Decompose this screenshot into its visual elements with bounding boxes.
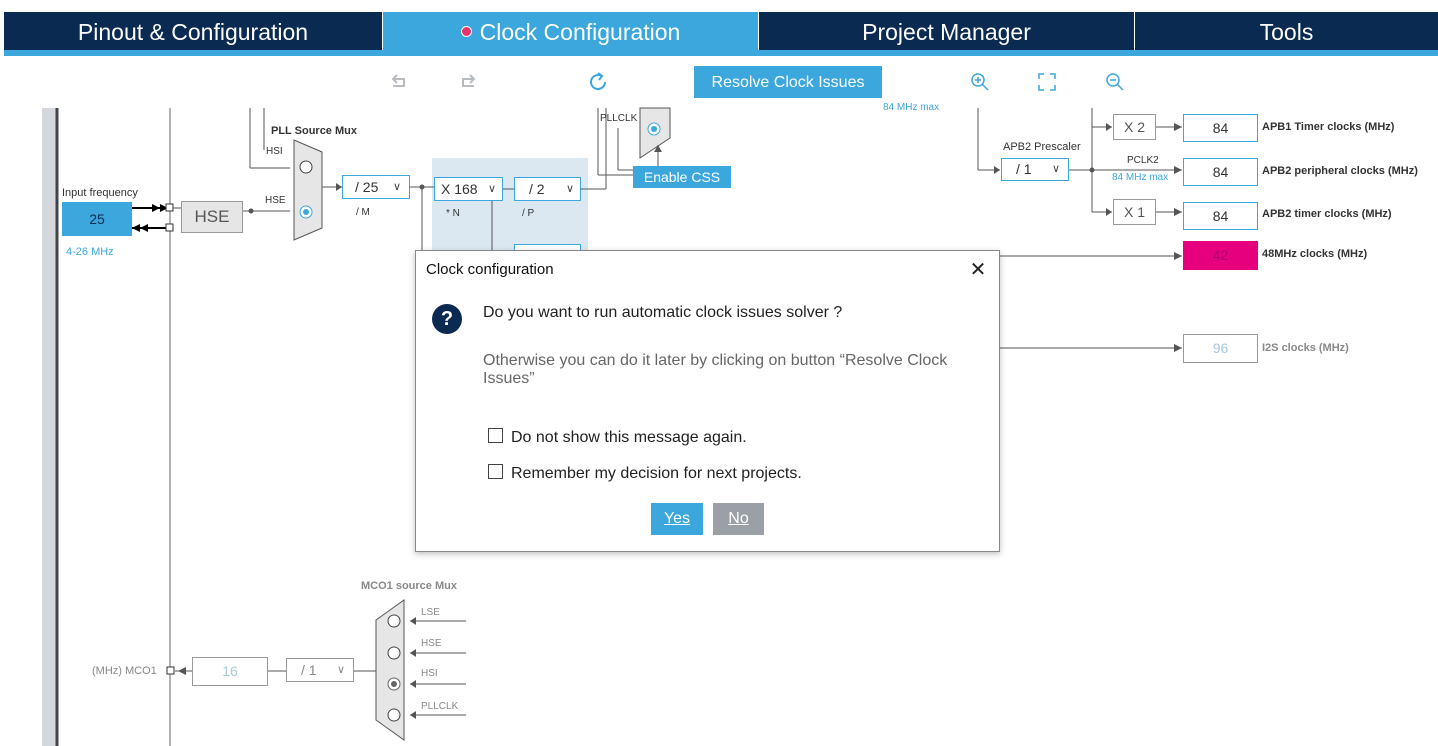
- tab-separator: [1134, 12, 1135, 50]
- chevron-down-icon: ∨: [1051, 163, 1060, 175]
- main-tab-bar: Pinout & Configuration Clock Configurati…: [4, 12, 1438, 56]
- apb1-timer-clock-field[interactable]: 84: [1183, 114, 1258, 142]
- tab-label: Tools: [1259, 19, 1314, 45]
- dialog-question: Do you want to run automatic clock issue…: [483, 304, 843, 321]
- redo-icon[interactable]: [455, 70, 479, 94]
- tab-clock-configuration[interactable]: Clock Configuration: [383, 12, 758, 50]
- plln-select[interactable]: X 168 ∨: [434, 177, 503, 201]
- mco1-divider-select[interactable]: / 1 ∨: [286, 658, 354, 682]
- zoom-out-icon[interactable]: [1103, 70, 1127, 94]
- tab-separator: [382, 12, 383, 50]
- question-icon: ?: [432, 304, 462, 334]
- clock-48mhz-label: 48MHz clocks (MHz): [1262, 248, 1368, 260]
- apb2-prescaler-select[interactable]: / 1 ∨: [1001, 158, 1069, 181]
- clock-configuration-dialog: Clock configuration ✕ ? Do you want to r…: [415, 250, 1000, 552]
- apb2-prescaler-value: / 1: [1016, 161, 1032, 177]
- remember-decision-checkbox[interactable]: [488, 464, 503, 480]
- hsi-input-label: HSI: [266, 146, 283, 157]
- mco1-input-lse: LSE: [421, 607, 440, 618]
- mco1-frequency-field[interactable]: 16: [192, 657, 268, 686]
- refresh-icon[interactable]: [586, 70, 610, 94]
- tab-project-manager[interactable]: Project Manager: [759, 12, 1134, 50]
- tab-underline: [4, 50, 1438, 56]
- mco1-input-pllclk: PLLCLK: [421, 701, 459, 712]
- apb2-timer-clock-label: APB2 timer clocks (MHz): [1262, 208, 1392, 220]
- plln-value: X 168: [441, 181, 478, 197]
- undo-icon[interactable]: [388, 70, 412, 94]
- pllm-select[interactable]: / 25 ∨: [342, 175, 410, 199]
- yes-button[interactable]: Yes: [651, 503, 703, 535]
- enable-css-button[interactable]: Enable CSS: [633, 166, 731, 188]
- plln-label: * N: [446, 208, 460, 219]
- apb2-peripheral-clock-label: APB2 peripheral clocks (MHz): [1262, 165, 1418, 177]
- apb1-timer-clock-label: APB1 Timer clocks (MHz): [1262, 121, 1395, 133]
- do-not-show-checkbox-row[interactable]: Do not show this message again.: [488, 428, 747, 447]
- tab-pinout-configuration[interactable]: Pinout & Configuration: [4, 12, 382, 50]
- tab-separator: [758, 12, 759, 50]
- chevron-down-icon: ∨: [565, 183, 574, 195]
- pllp-label: / P: [522, 208, 535, 219]
- apb2-timer-clock-field[interactable]: 84: [1183, 202, 1258, 230]
- resolve-clock-issues-button[interactable]: Resolve Clock Issues: [694, 66, 882, 98]
- do-not-show-checkbox[interactable]: [488, 428, 503, 444]
- hse-input-label: HSE: [265, 195, 286, 206]
- do-not-show-label: Do not show this message again.: [511, 429, 747, 446]
- tab-label: Project Manager: [862, 19, 1031, 45]
- pclk2-max-label: 84 MHz max: [1112, 172, 1169, 183]
- i2s-clock-label: I2S clocks (MHz): [1262, 342, 1349, 354]
- apb2-timer-multiplier: X 1: [1113, 199, 1156, 225]
- pllm-label: / M: [356, 207, 370, 218]
- pllp-value: / 2: [529, 181, 545, 197]
- tab-tools[interactable]: Tools: [1135, 12, 1438, 50]
- tab-label: Pinout & Configuration: [77, 19, 309, 45]
- mco1-input-hse: HSE: [421, 638, 442, 649]
- apb1-timer-multiplier: X 2: [1113, 114, 1156, 140]
- mco1-divider-value: / 1: [301, 662, 317, 678]
- tab-label: Clock Configuration: [479, 19, 681, 45]
- mco1-source-mux-label: MCO1 source Mux: [361, 580, 457, 592]
- chevron-down-icon: ∨: [487, 183, 496, 195]
- mco1-output-label: (MHz) MCO1: [92, 665, 157, 677]
- input-frequency-range: 4-26 MHz: [66, 246, 114, 258]
- hse-block[interactable]: HSE: [181, 201, 243, 233]
- close-icon[interactable]: ✕: [969, 259, 987, 281]
- zoom-in-icon[interactable]: [968, 70, 992, 94]
- remember-decision-label: Remember my decision for next projects.: [511, 465, 802, 482]
- dialog-title: Clock configuration: [426, 261, 554, 278]
- apb2-prescaler-label: APB2 Prescaler: [1003, 141, 1081, 153]
- pll-source-mux-label: PLL Source Mux: [271, 125, 357, 137]
- mco1-input-hsi: HSI: [421, 668, 438, 679]
- no-button[interactable]: No: [713, 503, 764, 535]
- pllp-select[interactable]: / 2 ∨: [514, 177, 581, 201]
- dialog-hint: Otherwise you can do it later by clickin…: [483, 352, 948, 387]
- pllclk-label: PLLCLK: [600, 113, 638, 124]
- input-frequency-label: Input frequency: [62, 187, 138, 199]
- pllm-value: / 25: [355, 179, 379, 195]
- chevron-down-icon: ∨: [392, 181, 401, 193]
- input-frequency-field[interactable]: 25: [62, 202, 132, 236]
- fit-screen-icon[interactable]: [1035, 70, 1059, 94]
- pclk2-label: PCLK2: [1127, 155, 1159, 166]
- apb2-peripheral-clock-field[interactable]: 84: [1183, 158, 1258, 186]
- i2s-clock-field[interactable]: 96: [1183, 334, 1258, 363]
- remember-decision-checkbox-row[interactable]: Remember my decision for next projects.: [488, 464, 802, 483]
- chevron-down-icon: ∨: [336, 664, 345, 676]
- apb1-max-label: 84 MHz max: [883, 102, 940, 113]
- clock-48mhz-field[interactable]: 42: [1183, 241, 1258, 270]
- error-dot-icon: [460, 26, 472, 38]
